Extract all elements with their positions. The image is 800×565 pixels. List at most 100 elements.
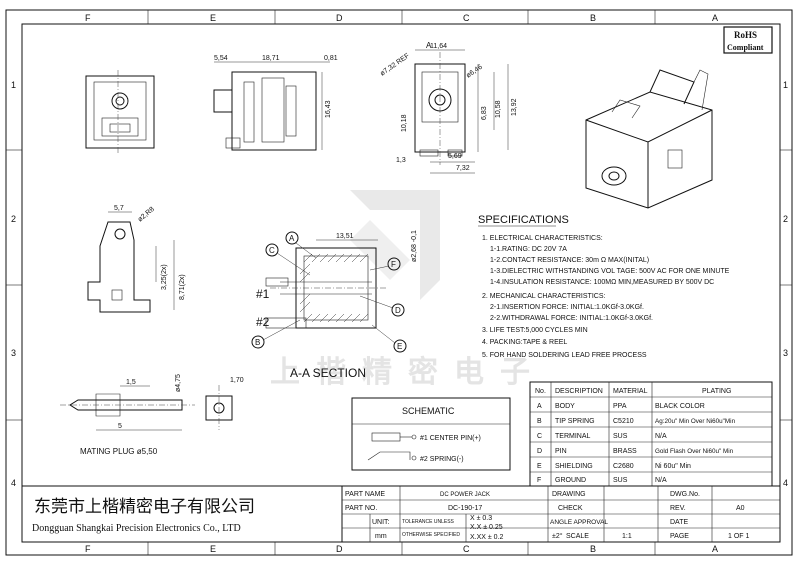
dim-16-43: 16,43 <box>325 100 332 118</box>
part-no-label: PART NO. <box>345 505 377 512</box>
row-label-2-right: 2 <box>783 214 788 224</box>
bom-row-3-desc: TERMINAL <box>555 433 591 440</box>
dim-6-83: 6,83 <box>481 106 488 120</box>
dim-1-70: 1,70 <box>230 377 244 384</box>
bom-row-3-no: C <box>537 433 542 440</box>
col-label-c-top: C <box>463 13 470 23</box>
tolerance-line-1: TOLERANCE UNLESS <box>402 519 455 525</box>
inner-frame <box>21 23 781 543</box>
spec-line-2: 1-1.RATING: DC 20V 7A <box>490 246 567 253</box>
bom-row-1-no: A <box>537 403 542 410</box>
col-label-f-bottom: F <box>85 544 91 554</box>
bom-row-1-material: PPA <box>613 403 627 410</box>
row-label-3-right: 3 <box>783 348 788 358</box>
col-label-c-bottom: C <box>463 544 470 554</box>
bom-row-4-desc: PIN <box>555 448 567 455</box>
dim-4-75: ø4,75 <box>175 374 182 392</box>
callout-b: B <box>255 338 260 347</box>
rohs-compliant: Compliant <box>727 43 764 52</box>
dim-7-32-ref: ø7,32 REF <box>379 52 411 77</box>
scale-value: 1:1 <box>622 533 632 540</box>
spec-line-9: 3. LIFE TEST:5,000 CYCLES MIN <box>482 327 588 334</box>
row-label-1-right: 1 <box>783 80 788 90</box>
dim-18-71: 18,71 <box>262 55 280 62</box>
dim-10-18: 10,18 <box>401 114 408 132</box>
row-label-4-right: 4 <box>783 478 788 488</box>
callout-c: C <box>269 246 275 255</box>
rohs-title: RoHS <box>734 30 757 40</box>
isometric-view <box>585 69 713 209</box>
bom-row-5-desc: SHIELDING <box>555 463 593 470</box>
bom-header-material: MATERIAL <box>613 388 648 395</box>
spec-line-3: 1-2.CONTACT RESISTANCE: 30m Ω MAX(INITAL… <box>490 257 649 264</box>
dim-0-81: 0,81 <box>324 55 338 62</box>
col-label-e-top: E <box>210 13 216 23</box>
check-label: CHECK <box>558 505 583 512</box>
section-label: A-A SECTION <box>290 366 366 380</box>
bom-row-1-plating: BLACK COLOR <box>655 403 705 410</box>
col-label-d-bottom: D <box>336 544 343 554</box>
aa-section-view: 13,51 ø2,68 -0,1 C A F D B E #1 #2 A-A S… <box>251 230 418 380</box>
unit-value: mm <box>375 533 387 540</box>
bom-row-4-material: BRASS <box>613 448 637 455</box>
tol-xx: X.X ± 0.25 <box>470 524 503 531</box>
angle-approval-label: ANGLE APPROVAL <box>550 519 608 526</box>
bom-header-plating: PLATING <box>702 388 731 395</box>
tolerance-line-2: OTHERWISE SPECIFIED <box>402 532 460 538</box>
tol-x: X ± 0.3 <box>470 515 492 522</box>
dim-6-46: ø6,46 <box>465 64 484 80</box>
row-label-1-left: 1 <box>11 80 16 90</box>
dim-1-3: 1,3 <box>396 157 406 164</box>
mating-plug-label: MATING PLUG ø5,50 <box>80 447 158 456</box>
dim-13-51: 13,51 <box>336 233 354 240</box>
bom-row-5-no: E <box>537 463 542 470</box>
specifications-title: SPECIFICATIONS <box>478 214 569 226</box>
spec-line-1: 1. ELECTRICAL CHARACTERISTICS: <box>482 235 603 242</box>
aa-marker-top: A <box>426 41 432 50</box>
callout-e: E <box>397 342 402 351</box>
dwg-no-label: DWG.No. <box>670 491 700 498</box>
bom-table: No. DESCRIPTION MATERIAL PLATING A BODY … <box>529 381 773 487</box>
company-name-en: Dongguan Shangkai Precision Electronics … <box>32 523 241 534</box>
bom-header-description: DESCRIPTION <box>555 388 603 395</box>
title-block: 东莞市上楷精密电子有限公司 Dongguan Shangkai Precisio… <box>22 485 780 542</box>
rohs-badge: RoHS Compliant <box>723 26 773 54</box>
rear-view: 11,64 ø7,32 REF ø6,46 A 10,18 6,83 10,58… <box>379 41 518 174</box>
pin2-marker: #2 <box>256 315 270 329</box>
dim-2-68: ø2,68 -0,1 <box>411 230 418 262</box>
dim-2-r8: ø2,R8 <box>137 206 156 224</box>
spec-line-10: 4. PACKING:TAPE & REEL <box>482 339 567 346</box>
bom-row-2-no: B <box>537 418 542 425</box>
bom-row-5-material: C2680 <box>613 463 634 470</box>
row-label-4-left: 4 <box>11 478 16 488</box>
spec-line-11: 5. FOR HAND SOLDERING LEAD FREE PROCESS <box>482 352 647 359</box>
watermark-text: 上楷精密电子 <box>270 355 546 390</box>
page-label: PAGE <box>670 533 689 540</box>
part-name-value: DC POWER JACK <box>440 492 490 498</box>
watermark-logo: 上楷精密电子 <box>270 190 546 390</box>
schematic-pin1: #1 CENTER PIN(+) <box>420 435 481 442</box>
col-label-b-top: B <box>590 13 596 23</box>
bom-row-2-plating: Ag:20u" Min Over Ni60u"Min <box>655 418 736 425</box>
angle-tolerance: ±2° <box>552 532 563 540</box>
dim-5-69: 5,69 <box>448 153 462 160</box>
col-label-d-top: D <box>336 13 343 23</box>
callout-f: F <box>391 260 396 269</box>
callout-a: A <box>289 234 295 243</box>
dim-7-32: 7,32 <box>456 165 470 172</box>
col-label-f-top: F <box>85 13 91 23</box>
bom-row-4-plating: Gold Flash Over Ni60u" Min <box>655 448 734 455</box>
spec-line-4: 1-3.DIELECTRIC WITHSTANDING VOL TAGE: 50… <box>490 268 730 275</box>
dim-11-64: 11,64 <box>430 43 447 50</box>
page-value: 1 OF 1 <box>728 533 750 540</box>
bom-row-4-no: D <box>537 448 542 455</box>
bom-row-1-desc: BODY <box>555 403 575 410</box>
date-label: DATE <box>670 519 688 526</box>
rev-value: A0 <box>736 505 745 512</box>
bom-row-3-material: SUS <box>613 433 628 440</box>
dim-5-7: 5,7 <box>114 205 124 212</box>
dim-1-5: 1,5 <box>126 379 136 386</box>
frame-ticks <box>6 10 792 555</box>
bom-row-6-no: F <box>537 477 541 484</box>
schematic-pin2: #2 SPRING(-) <box>420 456 464 463</box>
